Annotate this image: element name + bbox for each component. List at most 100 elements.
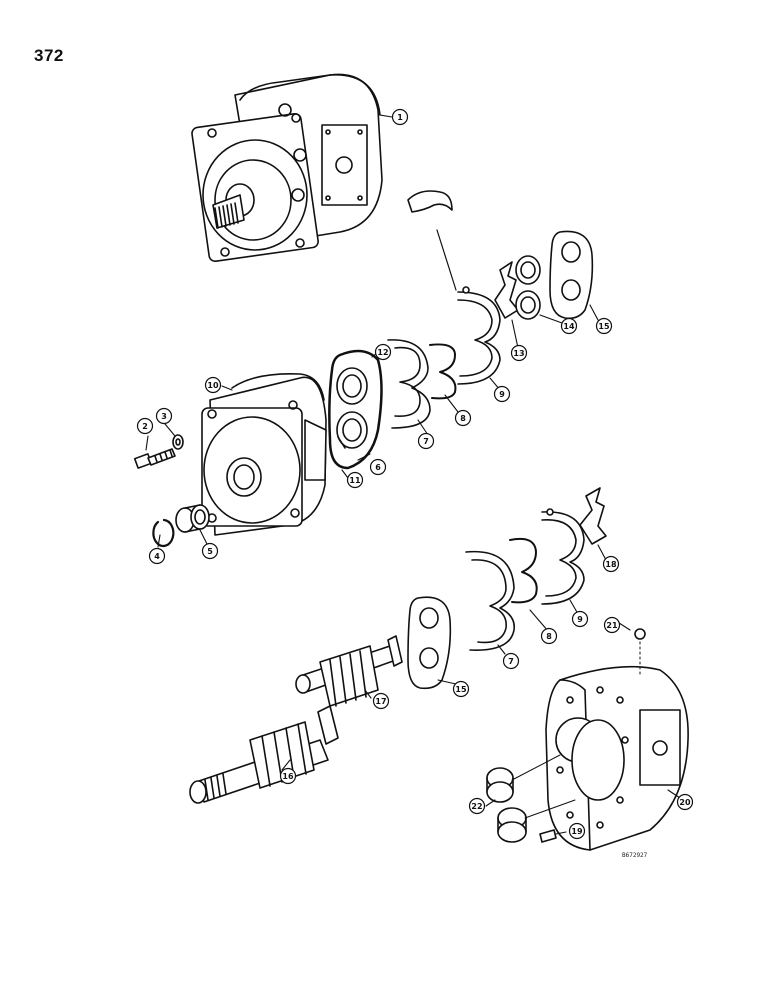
callout-circle (204, 376, 222, 394)
callout-circle (391, 108, 409, 126)
washer (172, 434, 184, 450)
retainer-lower (541, 508, 585, 605)
callout-c13: 13 (510, 344, 528, 362)
callout-c15b: 15 (452, 680, 470, 698)
callout-number: 9 (499, 390, 505, 399)
callout-c7a: 7 (417, 432, 435, 450)
callout-c17: 17 (372, 692, 390, 710)
thrust-plate-lower (407, 596, 452, 690)
bushings-rear (486, 754, 576, 843)
callout-number: 15 (455, 685, 467, 694)
callout-c10: 10 (204, 376, 222, 394)
callout-number: 7 (508, 657, 514, 666)
callout-c22: 22 (468, 797, 486, 815)
callout-number: 7 (423, 437, 429, 446)
callout-c9a: 9 (493, 385, 511, 403)
callout-number: 14 (563, 322, 575, 331)
callout-c18: 18 (602, 555, 620, 573)
callout-circle (279, 767, 297, 785)
dowel-pin (337, 436, 346, 449)
callout-circle (372, 692, 390, 710)
callout-number: 4 (154, 552, 160, 561)
callout-circle (417, 432, 435, 450)
pin (539, 829, 557, 843)
thrust-plate-upper (549, 230, 594, 320)
callout-number: 19 (571, 827, 583, 836)
callout-circle (568, 822, 586, 840)
callout-number: 13 (513, 349, 524, 358)
callout-number: 6 (375, 463, 381, 472)
callout-c6: 6 (369, 458, 387, 476)
callout-number: 3 (161, 412, 167, 421)
callout-number: 17 (375, 697, 386, 706)
pump-assembly (191, 73, 383, 263)
bearing (175, 504, 210, 533)
backup-ring-lower (465, 550, 516, 651)
callout-c8a: 8 (454, 409, 472, 427)
callout-circle (502, 652, 520, 670)
rear-housing (545, 665, 689, 851)
callout-number: 8 (546, 632, 552, 641)
callout-circle (148, 547, 166, 565)
bushings (336, 367, 368, 449)
callout-circle (374, 343, 392, 361)
callout-number: 10 (207, 381, 219, 390)
callout-number: 2 (142, 422, 148, 431)
callout-circle (595, 317, 613, 335)
callout-c5: 5 (201, 542, 219, 560)
callout-c20: 20 (676, 793, 694, 811)
callout-c21: 21 (603, 616, 621, 634)
callout-number: 11 (349, 476, 361, 485)
seal-upper (429, 343, 457, 400)
callout-number: 12 (377, 348, 388, 357)
callout-c3: 3 (155, 407, 173, 425)
drive-gear (295, 635, 403, 707)
callout-circle (676, 793, 694, 811)
callout-circle (201, 542, 219, 560)
callout-circle (468, 797, 486, 815)
callout-circle (454, 409, 472, 427)
callout-circle (493, 385, 511, 403)
callout-circle (452, 680, 470, 698)
retainer-upper (457, 286, 501, 385)
callout-c8b: 8 (540, 627, 558, 645)
callout-number: 9 (577, 615, 583, 624)
page-number: 372 (34, 46, 64, 65)
bushings-upper (515, 255, 541, 320)
callout-c4: 4 (148, 547, 166, 565)
callout-c14: 14 (560, 317, 578, 335)
callout-number: 21 (606, 621, 618, 630)
snap-ring (152, 518, 175, 548)
callout-number: 15 (598, 322, 610, 331)
callout-c11: 11 (346, 471, 364, 489)
callout-number: 18 (605, 560, 617, 569)
callout-c16: 16 (279, 767, 297, 785)
callout-c15a: 15 (595, 317, 613, 335)
drawing-code: B672927 (622, 852, 648, 859)
callout-number: 20 (679, 798, 691, 807)
callout-circle (369, 458, 387, 476)
wear-plate-lower (579, 487, 607, 545)
seal-lower (509, 537, 538, 604)
callout-circle (346, 471, 364, 489)
wear-plate-upper (494, 261, 519, 319)
callout-number: 16 (282, 772, 294, 781)
gasket (328, 349, 383, 470)
callout-c2: 2 (136, 417, 154, 435)
callout-circle (603, 616, 621, 634)
bolt (133, 448, 176, 469)
callout-number: 1 (397, 113, 403, 122)
callout-circle (540, 627, 558, 645)
callout-circle (510, 344, 528, 362)
callout-circle (155, 407, 173, 425)
check-ball (634, 628, 646, 676)
callout-circle (571, 610, 589, 628)
driven-gear-shaft (189, 705, 339, 804)
front-housing (201, 372, 327, 536)
callout-c19: 19 (568, 822, 586, 840)
callout-c9b: 9 (571, 610, 589, 628)
callout-c1: 1 (391, 108, 409, 126)
callout-number: 22 (471, 802, 482, 811)
